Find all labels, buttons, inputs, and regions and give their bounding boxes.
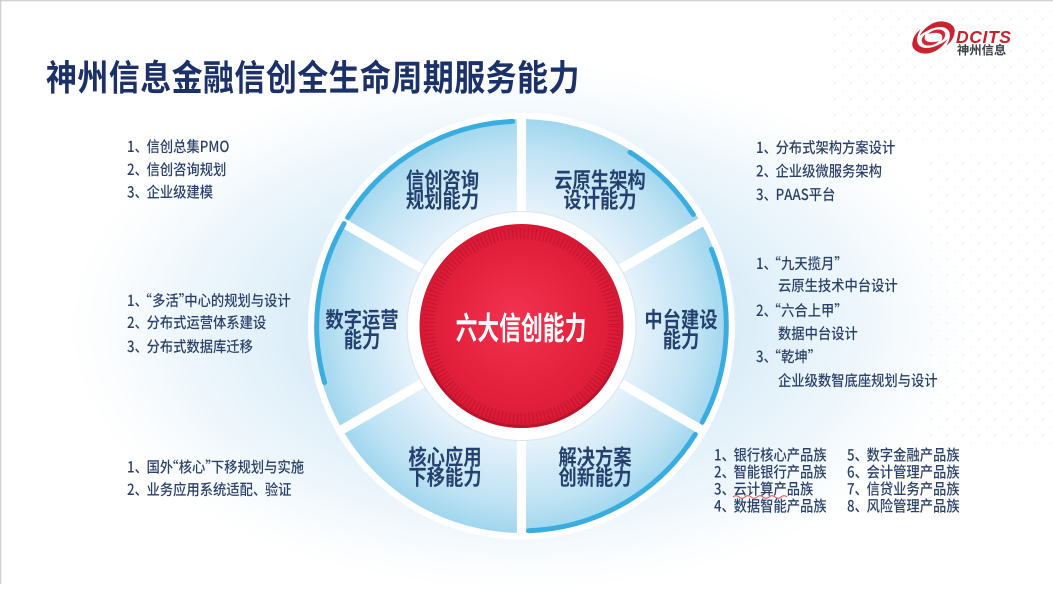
svg-text:DCITS: DCITS (956, 27, 1012, 47)
